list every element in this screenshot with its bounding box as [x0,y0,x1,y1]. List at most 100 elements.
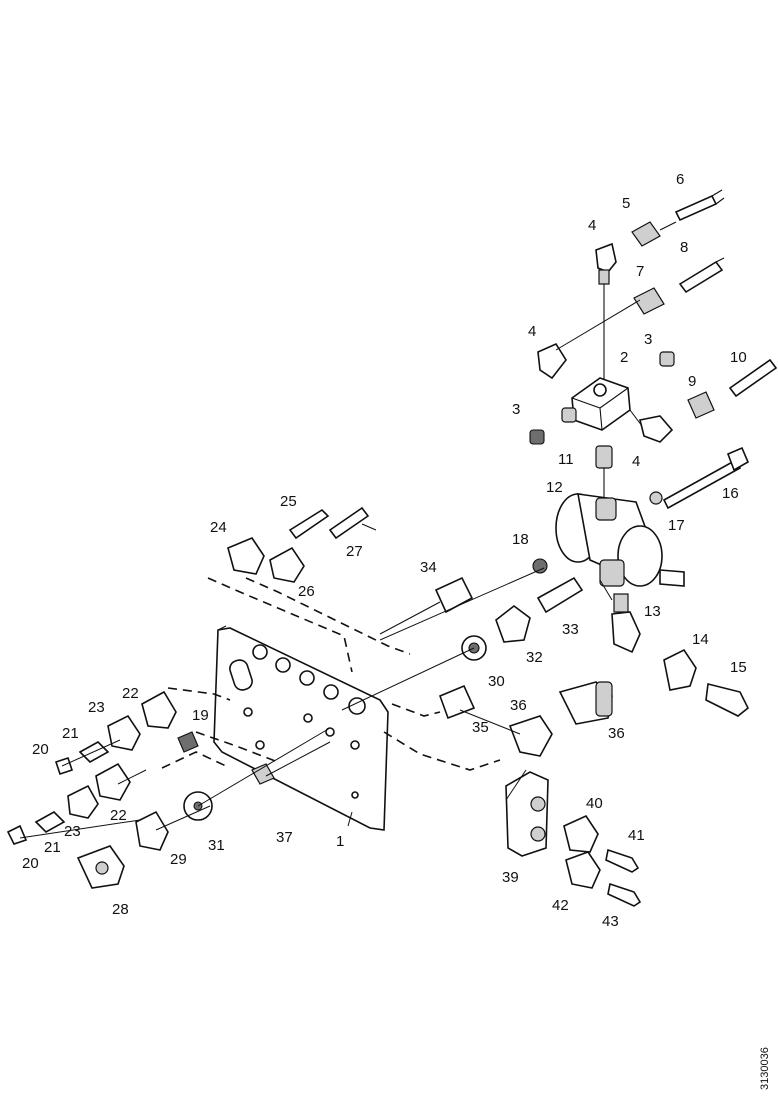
elbow-fitting-top [595,242,617,285]
block-39 [505,771,549,857]
coupling-28 [76,845,125,889]
callout-8: 8 [680,239,688,256]
dashed-routing [161,577,501,771]
callout-labels: 1 2 3 3 4 4 4 5 6 7 8 9 10 11 12 13 14 1… [22,171,747,930]
callout-17: 17 [668,517,685,534]
cap-3-right [659,351,675,367]
callout-22a: 22 [122,685,139,702]
nut-23-bottom [67,784,99,819]
fitting-24 [227,537,265,575]
callout-26: 26 [298,583,315,600]
bolt-16 [662,446,750,510]
callout-27: 27 [346,543,363,560]
cap-3-left [529,429,545,445]
valve-body [555,493,685,587]
callout-23a: 23 [88,699,105,716]
callout-6: 6 [676,171,684,188]
fitting-11 [595,445,613,498]
cap-20-bottom [6,824,28,845]
callout-25: 25 [280,493,297,510]
callout-20a: 20 [32,741,49,758]
callout-3a: 3 [644,331,652,348]
plug-35 [438,684,476,720]
plug-34 [379,576,474,635]
callout-4b: 4 [528,323,536,340]
callout-3b: 3 [512,401,520,418]
hose-6 [674,189,725,222]
callout-2: 2 [620,349,628,366]
nut-42 [565,851,601,889]
callout-15: 15 [730,659,747,676]
callout-43: 43 [602,913,619,930]
callout-35: 35 [472,719,489,736]
callout-4a: 4 [588,217,596,234]
fitting-22-bottom [95,762,131,801]
callout-28: 28 [112,901,129,918]
callout-24: 24 [210,519,227,536]
callout-18: 18 [512,531,529,548]
callout-30: 30 [488,673,505,690]
callout-34: 34 [420,559,437,576]
nut-5 [631,221,677,247]
hose-15 [705,683,750,717]
washer-17 [649,491,663,505]
callout-22b: 22 [110,807,127,824]
nut-9 [687,391,715,419]
callout-7: 7 [636,263,644,280]
nut-32 [495,604,531,643]
callout-32: 32 [526,649,543,666]
leader-lines [19,299,643,839]
callout-36a: 36 [510,697,527,714]
callout-33: 33 [562,621,579,638]
hose-10 [728,358,778,398]
callout-20b: 20 [22,855,39,872]
callout-16: 16 [722,485,739,502]
callout-4c: 4 [632,453,640,470]
hose-25 [288,508,330,540]
callout-42: 42 [552,897,569,914]
hose-41 [605,848,640,873]
elbow-fitting-left [537,342,567,380]
hose-8 [678,257,725,294]
callout-10: 10 [730,349,747,366]
nut-40 [563,814,599,853]
callout-41: 41 [628,827,645,844]
callout-12: 12 [546,479,563,496]
nut-7 [633,287,665,315]
hose-27 [328,506,370,540]
hose-43 [607,882,642,907]
callout-14: 14 [692,631,709,648]
callout-29: 29 [170,851,187,868]
nut-19 [177,731,199,753]
fitting-26 [269,546,305,583]
nut-37 [251,763,275,785]
fitting-22-top [141,690,177,729]
callout-1: 1 [336,833,344,850]
callout-5: 5 [622,195,630,212]
fitting-29 [135,810,169,851]
callout-31: 31 [208,837,225,854]
cap-20-top [54,756,74,776]
callout-36b: 36 [608,725,625,742]
nut-18 [532,558,548,574]
callout-23b: 23 [64,823,81,840]
callout-40: 40 [586,795,603,812]
callout-9: 9 [688,373,696,390]
elbow-fitting-right [639,415,674,443]
callout-37: 37 [276,829,293,846]
mounting-plate [213,625,389,831]
fitting-21-bottom [34,811,66,833]
callout-19: 19 [192,707,209,724]
nut-23-top [107,714,141,751]
callout-11: 11 [558,451,574,468]
fitting-13 [611,593,641,654]
tee-36 [508,681,613,757]
callout-13: 13 [644,603,661,620]
callout-39: 39 [502,869,519,886]
hose-33 [536,576,584,614]
callout-21b: 21 [44,839,61,856]
nut-14 [663,648,697,691]
callout-21a: 21 [62,725,79,742]
